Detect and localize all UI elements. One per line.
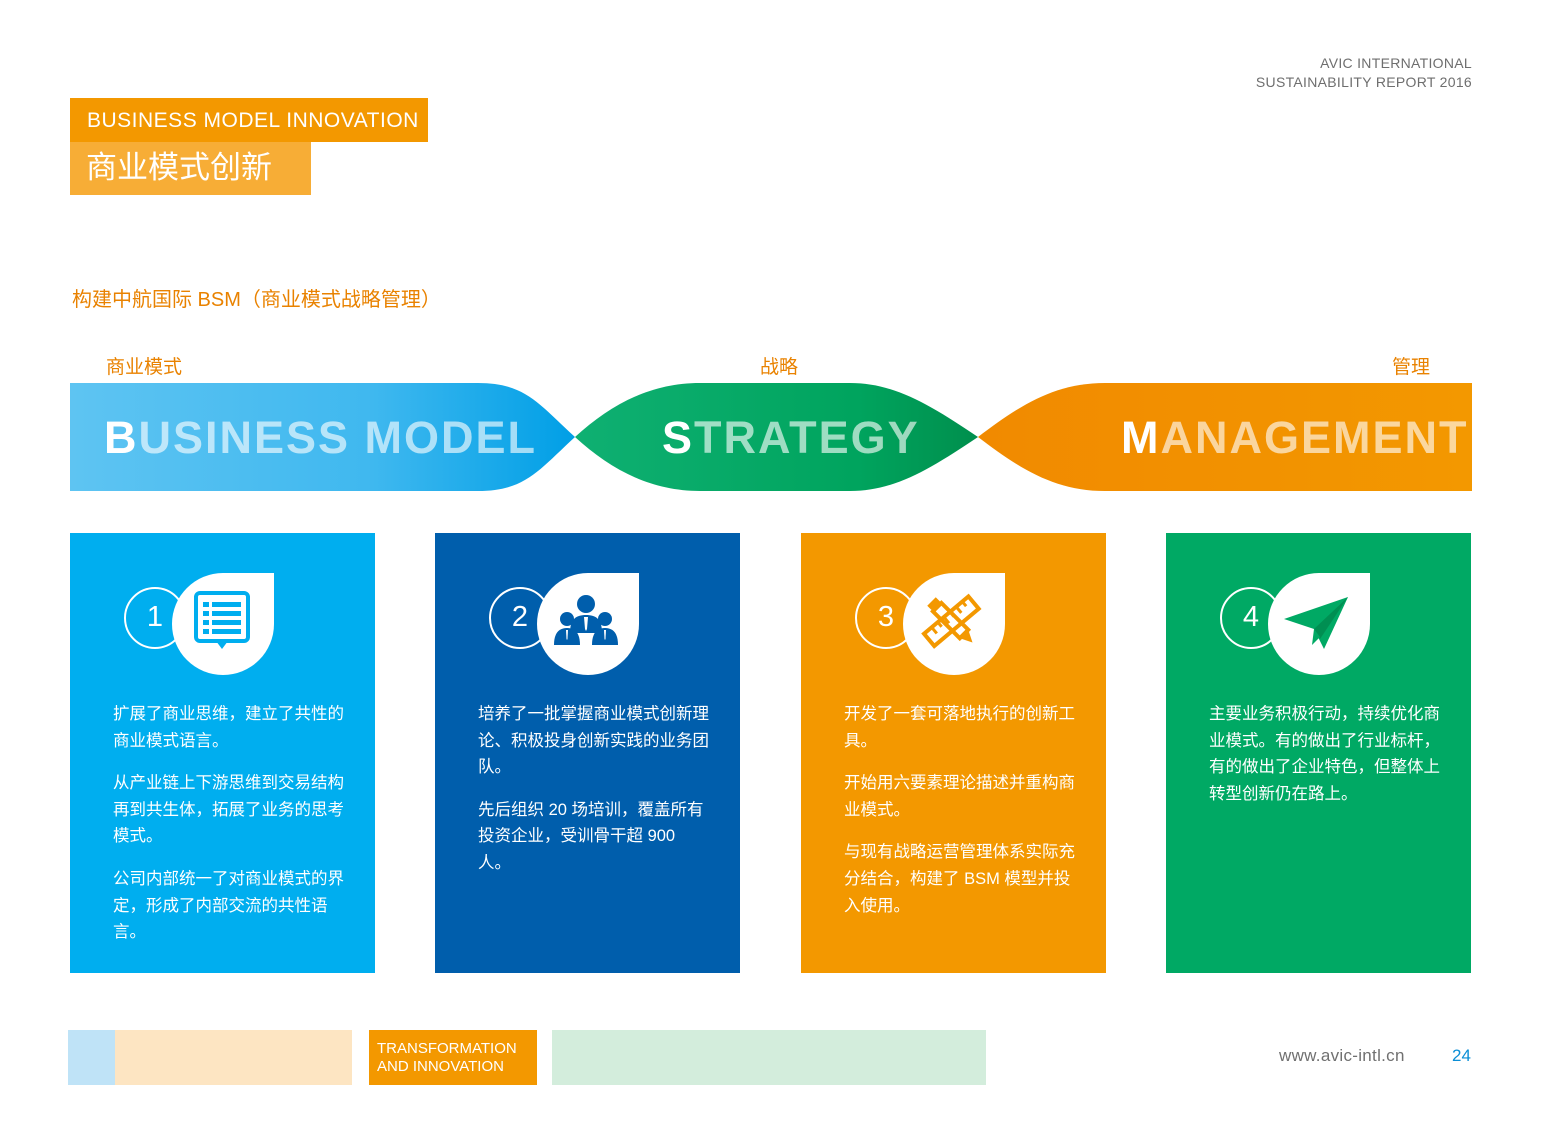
- report-company: AVIC INTERNATIONAL: [1320, 55, 1472, 71]
- report-header: AVIC INTERNATIONAL SUSTAINABILITY REPORT…: [1256, 54, 1472, 92]
- ruler-pencil-icon: [921, 593, 982, 649]
- ribbon-management: [978, 383, 1472, 491]
- card-3-paragraph-2: 开始用六要素理论描述并重构商业模式。: [844, 774, 1075, 819]
- card-1-badge: 1: [124, 573, 276, 677]
- card-2-text: 培养了一批掌握商业模式创新理论、积极投身创新实践的业务团队。 先后组织 20 场…: [478, 701, 710, 893]
- label-management: 管理: [1392, 357, 1431, 378]
- card-3-leaf: [903, 573, 1005, 675]
- word-strategy-rest: TRATEGY: [694, 412, 920, 463]
- footer-nav-tab-4[interactable]: [552, 1030, 986, 1085]
- list-icon: [194, 591, 250, 649]
- card-2-leaf: [537, 573, 639, 675]
- card-1-text: 扩展了商业思维，建立了共性的商业模式语言。 从产业链上下游思维到交易结构再到共生…: [113, 701, 345, 962]
- word-business-initial: B: [104, 412, 139, 463]
- word-management-initial: M: [1121, 412, 1161, 463]
- team-icon: [554, 595, 618, 645]
- section-title-en: BUSINESS MODEL INNOVATION: [70, 98, 428, 142]
- card-4: 4 主要业务积极行动，持续优化商业模式。有的做出了行业标杆，有的做出了企业特色，…: [1166, 533, 1471, 973]
- footer-nav-tab-current[interactable]: TRANSFORMATION AND INNOVATION: [369, 1030, 537, 1085]
- page-number: 24: [1452, 1046, 1471, 1065]
- word-business-rest: USINESS MODEL: [138, 412, 538, 463]
- word-strategy: STRATEGY: [662, 383, 920, 491]
- label-business-model: 商业模式: [106, 357, 183, 378]
- card-4-number: 4: [1220, 587, 1282, 649]
- footer-nav-tab-1[interactable]: [68, 1030, 115, 1085]
- card-3-paragraph-1: 开发了一套可落地执行的创新工具。: [844, 705, 1075, 750]
- card-2-badge: 2: [489, 573, 641, 677]
- word-management-rest: ANAGEMENT: [1160, 412, 1469, 463]
- card-3-paragraph-3: 与现有战略运营管理体系实际充分结合，构建了 BSM 模型并投入使用。: [844, 843, 1075, 915]
- bsm-ribbon: [70, 383, 1472, 491]
- card-1-paragraph-1: 扩展了商业思维，建立了共性的商业模式语言。: [113, 705, 344, 750]
- footer-nav-label-line2: AND INNOVATION: [377, 1058, 504, 1075]
- card-3-number: 3: [855, 587, 917, 649]
- word-strategy-initial: S: [662, 412, 695, 463]
- section-title-zh: 商业模式创新: [70, 142, 311, 195]
- card-2-number: 2: [489, 587, 551, 649]
- bsm-banner: BUSINESS MODEL STRATEGY MANAGEMENT: [70, 383, 1472, 491]
- ribbon-strategy: [575, 383, 978, 491]
- card-3: 3 开发了一套可落地执行的创新工具。 开始用六要素理论描述并重构商业模式。 与现…: [801, 533, 1106, 973]
- card-1-paragraph-2: 从产业链上下游思维到交易结构再到共生体，拓展了业务的思考模式。: [113, 774, 344, 846]
- word-management: MANAGEMENT: [1121, 383, 1469, 491]
- card-2: 2 培养了一批掌握商业模式创新理论、积极投身创新实践的业务团队。 先后组织 20…: [435, 533, 740, 973]
- footer-nav-tab-2[interactable]: [115, 1030, 352, 1085]
- footer-website[interactable]: www.avic-intl.cn: [1279, 1046, 1405, 1065]
- card-1: 1 扩展了商业思维，建立了共性的商业模式语言。 从产业链上下游思维到交易结构再到…: [70, 533, 375, 973]
- bsm-subtitle: 构建中航国际 BSM（商业模式战略管理）: [72, 289, 441, 311]
- footer-nav-label-line1: TRANSFORMATION: [377, 1040, 517, 1057]
- card-2-paragraph-2: 先后组织 20 场培训，覆盖所有投资企业，受训骨干超 900 人。: [478, 800, 704, 872]
- label-strategy: 战略: [760, 357, 799, 378]
- card-3-badge: 3: [855, 573, 1007, 677]
- card-3-text: 开发了一套可落地执行的创新工具。 开始用六要素理论描述并重构商业模式。 与现有战…: [844, 701, 1076, 935]
- card-4-leaf: [1268, 573, 1370, 675]
- card-4-badge: 4: [1220, 573, 1372, 677]
- card-4-text: 主要业务积极行动，持续优化商业模式。有的做出了行业标杆，有的做出了企业特色，但整…: [1209, 701, 1441, 823]
- report-title: SUSTAINABILITY REPORT 2016: [1255, 74, 1472, 90]
- card-1-paragraph-3: 公司内部统一了对商业模式的界定，形成了内部交流的共性语言。: [113, 869, 344, 942]
- paper-plane-icon: [1284, 597, 1348, 649]
- card-1-number: 1: [124, 587, 186, 649]
- ribbon-business: [70, 383, 575, 491]
- card-2-paragraph-1: 培养了一批掌握商业模式创新理论、积极投身创新实践的业务团队。: [478, 705, 709, 777]
- card-4-paragraph-1: 主要业务积极行动，持续优化商业模式。有的做出了行业标杆，有的做出了企业特色，但整…: [1209, 705, 1440, 803]
- word-business-model: BUSINESS MODEL: [104, 383, 537, 491]
- card-1-leaf: [172, 573, 274, 675]
